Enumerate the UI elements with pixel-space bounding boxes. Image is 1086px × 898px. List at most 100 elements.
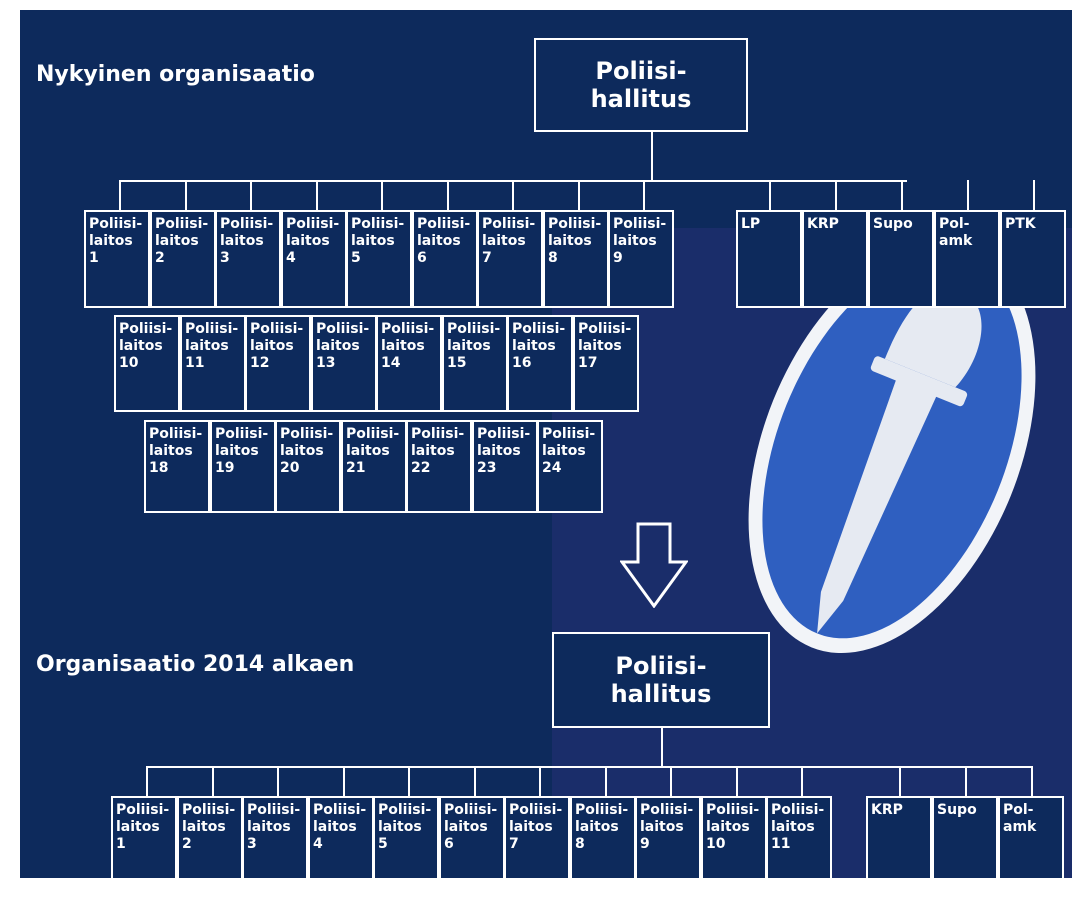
unit-label-line: 21 <box>346 460 366 476</box>
unit-label-line: laitos <box>512 338 556 354</box>
unit-label-line: Poliisi- <box>542 426 596 442</box>
unit-label-line: laitos <box>706 819 750 835</box>
connector-line <box>835 180 837 210</box>
unit-label-line: 10 <box>119 355 139 371</box>
unit-label-line: 6 <box>444 836 454 852</box>
unit-label-line: 24 <box>542 460 562 476</box>
connector-line <box>381 180 383 210</box>
unit-label-line: 2 <box>182 836 192 852</box>
unit-label-line: amk <box>939 233 973 249</box>
connector-line <box>643 180 645 210</box>
unit-label-line: 6 <box>417 250 427 266</box>
unit-label-line: Poliisi- <box>215 426 269 442</box>
unit-label-line: laitos <box>477 443 521 459</box>
unit-label-line: laitos <box>155 233 199 249</box>
unit-label-line: 3 <box>247 836 257 852</box>
background-photo <box>552 228 1072 878</box>
unit-label-line: Pol- <box>939 216 970 232</box>
connector-line <box>967 180 969 210</box>
root-label-line: Poliisi- <box>595 57 687 85</box>
unit-label-line: laitos <box>640 819 684 835</box>
unit-label-line: KRP <box>871 802 903 818</box>
unit-label-line: laitos <box>578 338 622 354</box>
unit-label-line: laitos <box>313 819 357 835</box>
unit-label-line: Poliisi- <box>185 321 239 337</box>
connector-line <box>901 180 903 210</box>
unit-label-line: laitos <box>482 233 526 249</box>
root-label-line: hallitus <box>610 680 712 708</box>
unit-label-line: laitos <box>509 819 553 835</box>
connector-line <box>512 180 514 210</box>
unit-label-line: 9 <box>613 250 623 266</box>
connector-line <box>343 766 345 796</box>
connector-line <box>316 180 318 210</box>
unit-label-line: 14 <box>381 355 401 371</box>
unit-label-line: 5 <box>378 836 388 852</box>
unit-label-line: Poliisi- <box>411 426 465 442</box>
national-unit-box: Supo <box>932 796 998 878</box>
connector-line <box>146 766 148 796</box>
unit-label-line: Poliisi- <box>316 321 370 337</box>
connector-line <box>250 180 252 210</box>
unit-label-line: Poliisi- <box>351 216 405 232</box>
unit-label-line: 23 <box>477 460 497 476</box>
heading-organisation-2014: Organisaatio 2014 alkaen <box>36 652 355 677</box>
unit-label-line: 16 <box>512 355 532 371</box>
unit-label-line: laitos <box>149 443 193 459</box>
connector-line <box>1033 180 1035 210</box>
unit-label-line: Poliisi- <box>250 321 304 337</box>
connector-line <box>474 766 476 796</box>
unit-label-line: laitos <box>280 443 324 459</box>
national-unit-box: LP <box>736 210 802 308</box>
national-unit-box: KRP <box>866 796 932 878</box>
unit-label-line: Poliisi- <box>155 216 209 232</box>
root-label-line: Poliisi- <box>615 652 707 680</box>
unit-label-line: PTK <box>1005 216 1036 232</box>
unit-label-line: 11 <box>185 355 205 371</box>
unit-label-line: 13 <box>316 355 336 371</box>
unit-label-line: Poliisi- <box>447 321 501 337</box>
connector-line <box>277 766 279 796</box>
unit-label-line: laitos <box>116 819 160 835</box>
unit-label-line: Poliisi- <box>575 802 629 818</box>
connector-line <box>605 766 607 796</box>
unit-label-line: 2 <box>155 250 165 266</box>
unit-label-line: laitos <box>444 819 488 835</box>
unit-label-line: laitos <box>215 443 259 459</box>
unit-label-line: 12 <box>250 355 270 371</box>
unit-label-line: laitos <box>220 233 264 249</box>
unit-label-line: 1 <box>89 250 99 266</box>
connector-line <box>185 180 187 210</box>
unit-label-line: Supo <box>873 216 913 232</box>
unit-label-line: laitos <box>119 338 163 354</box>
police-board-root-box: Poliisi-hallitus <box>552 632 770 728</box>
unit-label-line: laitos <box>185 338 229 354</box>
connector-line <box>212 766 214 796</box>
unit-label-line: Poliisi- <box>417 216 471 232</box>
connector-line <box>1031 766 1033 796</box>
unit-label-line: laitos <box>411 443 455 459</box>
unit-label-line: Poliisi- <box>149 426 203 442</box>
unit-label-line: laitos <box>575 819 619 835</box>
unit-label-line: laitos <box>613 233 657 249</box>
unit-label-line: Poliisi- <box>548 216 602 232</box>
